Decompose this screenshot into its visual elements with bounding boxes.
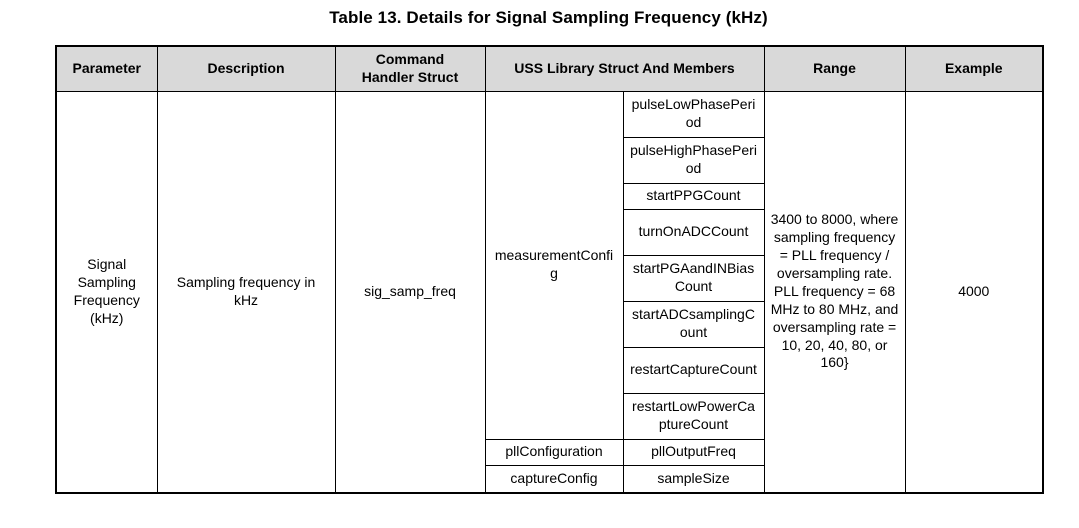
header-example: Example [904, 45, 1044, 92]
header-description: Description [156, 45, 336, 92]
uss-struct-cell: captureConfig [484, 464, 624, 494]
uss-member-cell: pulseLowPhasePeriod [622, 90, 765, 138]
header-row: Parameter Description Command Handler St… [55, 45, 1044, 92]
signal-sampling-frequency-table: Parameter Description Command Handler St… [55, 45, 1045, 494]
table-row: Signal Sampling Frequency (kHz) Sampling… [55, 90, 1044, 494]
table-row: startPPGCount [56, 182, 1043, 210]
table-container: Parameter Description Command Handler St… [55, 45, 1079, 494]
uss-member-cell: restartLowPowerCaptureCount [622, 392, 765, 440]
table-row: startADCsamplingCount [56, 300, 1043, 348]
uss-member-cell: pllOutputFreq [622, 438, 765, 466]
table-row: captureConfig sampleSize [56, 464, 1043, 494]
uss-member-cell: sampleSize [622, 464, 765, 494]
parameter-cell: Signal Sampling Frequency (kHz) [55, 90, 158, 494]
example-cell: 4000 [904, 90, 1044, 494]
table-row: pllConfiguration pllOutputFreq [56, 438, 1043, 466]
uss-member-cell: pulseHighPhasePeriod [622, 136, 765, 184]
header-command-handler-struct: Command Handler Struct [334, 45, 486, 92]
uss-member-cell: startPGAandINBiasCount [622, 254, 765, 302]
table-title: Table 13. Details for Signal Sampling Fr… [329, 8, 768, 27]
uss-member-cell: restartCaptureCount [622, 346, 765, 394]
uss-struct-cell: pllConfiguration [484, 438, 624, 466]
table-row: startPGAandINBiasCount [56, 254, 1043, 302]
command-handler-struct-cell: sig_samp_freq [334, 90, 486, 494]
header-uss-library: USS Library Struct And Members [484, 45, 765, 92]
header-parameter: Parameter [55, 45, 158, 92]
uss-struct-cell: measurementConfig [484, 90, 624, 440]
header-range: Range [763, 45, 906, 92]
range-cell: 3400 to 8000, where sampling frequency =… [763, 90, 906, 494]
uss-member-cell: startADCsamplingCount [622, 300, 765, 348]
table-row: turnOnADCCount [56, 208, 1043, 256]
uss-member-cell: startPPGCount [622, 182, 765, 210]
uss-member-cell: turnOnADCCount [622, 208, 765, 256]
table-row: pulseHighPhasePeriod [56, 136, 1043, 184]
table-row: restartCaptureCount [56, 346, 1043, 394]
table-row: restartLowPowerCaptureCount [56, 392, 1043, 440]
description-cell: Sampling frequency in kHz [156, 90, 336, 494]
